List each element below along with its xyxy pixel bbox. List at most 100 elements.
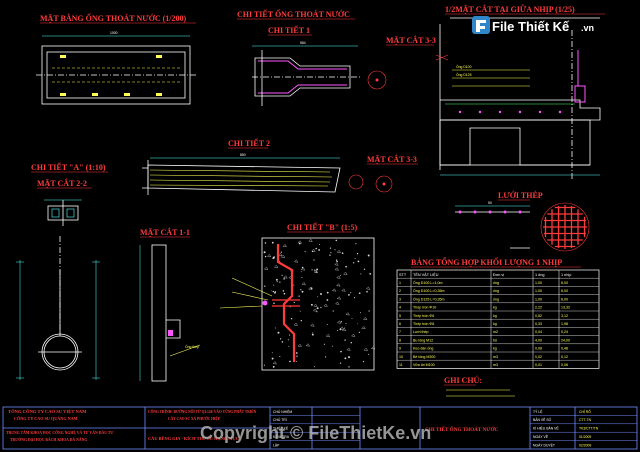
detail-1-view: CHI TIẾT ỐNG THOÁT NƯỚC CHI TIẾT 1 584: [237, 9, 387, 106]
section-33-title-b: MẶT CẮT 3-3: [367, 154, 417, 164]
table-cell: 4,00: [535, 338, 542, 342]
field-label: NGÀY VẼ: [533, 434, 549, 439]
steel-mesh-view: LƯỚI THÉP 50: [455, 190, 590, 252]
watermark-copyright: Copyright © FileThietKe.vn: [200, 423, 431, 443]
project-sub: CÂY CAO SU XÃ PHƯỚC HIỆP: [168, 416, 221, 421]
detail-b-title: CHI TIẾT "B" (1:5): [287, 222, 357, 232]
detail-2-dimension: 850: [240, 153, 246, 157]
table-cell: 0,01: [535, 363, 542, 367]
pipe-plan-title: MẶT BẰNG ỐNG THOÁT NƯỚC (1/200): [40, 13, 186, 23]
role-label: CHỦ TRÌ: [273, 417, 287, 422]
field-label: KÍ HIỆU BẢN VẼ: [533, 426, 559, 431]
table-cell: kg: [493, 314, 497, 318]
watermark-logo: File Thiết Kế .vn: [472, 16, 594, 34]
role-label: THIẾT KẾ: [273, 426, 289, 431]
field-label: NGÀY DUYỆT: [533, 442, 555, 447]
table-cell: 1,98: [561, 322, 568, 326]
table-cell: 0,33: [535, 322, 542, 326]
table-cell: 0,24: [561, 330, 568, 334]
table-cell: 0,04: [535, 330, 542, 334]
field-value: 01/2009: [579, 435, 591, 439]
table-header-cell: STT: [399, 273, 407, 277]
table-cell: 0,06: [561, 363, 568, 367]
field-value: TK3/CTT/TN: [579, 427, 599, 431]
table-cell: 1,00: [535, 289, 542, 293]
field-value: CTT-TN: [579, 418, 592, 422]
detail-1-title: CHI TIẾT 1: [268, 25, 310, 35]
table-cell: kg: [493, 306, 497, 310]
mesh-dimension: 50: [488, 201, 492, 205]
section-22-title: MẶT CẮT 2-2: [37, 178, 87, 188]
table-cell: Ống D100 L=0,35m: [413, 288, 444, 293]
watermark-logo-text: File Thiết Kế: [492, 19, 570, 34]
detail-a-title: CHI TIẾT "A" (1:10): [31, 162, 106, 172]
table-cell: 24,00: [561, 338, 570, 342]
table-cell: m3: [493, 363, 498, 367]
item-name: CẦU BÊNG GIA - KÍCH THƯỚC HẠNG MỤC: [148, 436, 239, 441]
table-cell: 0,12: [561, 355, 568, 359]
table-cell: ống: [493, 289, 499, 293]
svg-text:Ống thép: Ống thép: [185, 344, 199, 349]
table-cell: ống: [493, 281, 499, 285]
mesh-grid: [543, 205, 587, 249]
table-cell: Ống D125 L=0,35m: [413, 296, 444, 301]
role-label: CHỦ NHIỆM: [273, 409, 292, 414]
table-cell: 3,12: [561, 314, 568, 318]
table-cell: 0,48: [561, 347, 568, 351]
field-label: TỶ LỆ: [533, 409, 543, 414]
table-cell: m2: [493, 330, 498, 334]
pipe-detail-title: CHI TIẾT ỐNG THOÁT NƯỚC: [237, 9, 350, 19]
plan-dimension: 1000: [110, 31, 118, 35]
table-cell: kg: [493, 347, 497, 351]
detail-a-view: CHI TIẾT "A" (1:10) MẶT CẮT 2-2: [31, 162, 108, 226]
table-cell: Keo dán ống: [413, 347, 433, 351]
company-name: TỔNG CÔNG TY CAO SU VIỆT NAM: [8, 409, 87, 414]
detail-2-view: CHI TIẾT 2 850 MẶT CẮT 3-3: [142, 138, 418, 195]
designer-sub: TRƯỜNG ĐẠI HỌC BÁCH KHOA ĐÀ NẴNG: [10, 437, 87, 442]
table-cell: Thép tròn Φ10: [413, 306, 436, 310]
table-cell: 11: [399, 363, 403, 367]
detail-1-dimension: 584: [300, 41, 306, 45]
section-11-view: MẶT CẮT 1-1 Ống thép: [16, 227, 201, 382]
detail-2-title: CHI TIẾT 2: [228, 138, 270, 148]
table-cell: Bê tông M300: [413, 355, 435, 359]
table-cell: Thép tròn Φ8: [413, 322, 434, 326]
table-cell: 6,00: [561, 297, 568, 301]
table-cell: 1,00: [535, 297, 542, 301]
table-cell: ống: [493, 297, 499, 301]
title-block: TỔNG CÔNG TY CAO SU VIỆT NAM CÔNG TY CAO…: [2, 406, 638, 450]
steel-mesh-title: LƯỚI THÉP: [498, 190, 543, 200]
table-cell: 5: [399, 314, 401, 318]
svg-text:Ống D100: Ống D100: [456, 64, 472, 69]
table-cell: 0,52: [535, 314, 542, 318]
role-label: LẬP: [273, 443, 280, 447]
table-cell: 0,08: [535, 347, 542, 351]
company-sub: CÔNG TY CAO SU QUẢNG NAM: [14, 416, 78, 421]
table-cell: 6,00: [561, 281, 568, 285]
table-cell: 6,00: [561, 289, 568, 293]
role-label: KIỂM TRA: [273, 434, 290, 439]
table-cell: 0,02: [535, 355, 542, 359]
table-cell: 13,32: [561, 306, 570, 310]
table-header-cell: Đơn vị: [493, 273, 504, 277]
watermark-logo-suffix: .vn: [581, 23, 594, 33]
pipe-plan-view: MẶT BẰNG ỐNG THOÁT NƯỚC (1/200) 1000: [36, 13, 196, 105]
table-cell: Lưới thép: [413, 330, 429, 334]
table-cell: Thép tròn Φ6: [413, 314, 434, 318]
table-cell: 9: [399, 347, 401, 351]
table-cell: 8: [399, 338, 401, 342]
table-cell: 4: [399, 306, 401, 310]
svg-text:Ống D125: Ống D125: [456, 72, 472, 77]
half-section-title: 1/2MẶT CẮT TẠI GIỮA NHỊP (1/25): [445, 4, 575, 14]
detail-b-view: CHI TIẾT "B" (1:5): [219, 222, 376, 371]
table-header-cell: TÊN VẬT LIỆU: [413, 272, 439, 277]
field-value: CHỈ RÕ: [579, 409, 591, 414]
table-cell: 10: [399, 355, 403, 359]
half-section-view: 1/2MẶT CẮT TẠI GIỮA NHỊP (1/25) MẶT CẮT …: [386, 4, 605, 180]
table-cell: 1: [399, 281, 401, 285]
table-header-cell: 1 nhịp: [561, 273, 571, 277]
table-cell: 6: [399, 322, 401, 326]
